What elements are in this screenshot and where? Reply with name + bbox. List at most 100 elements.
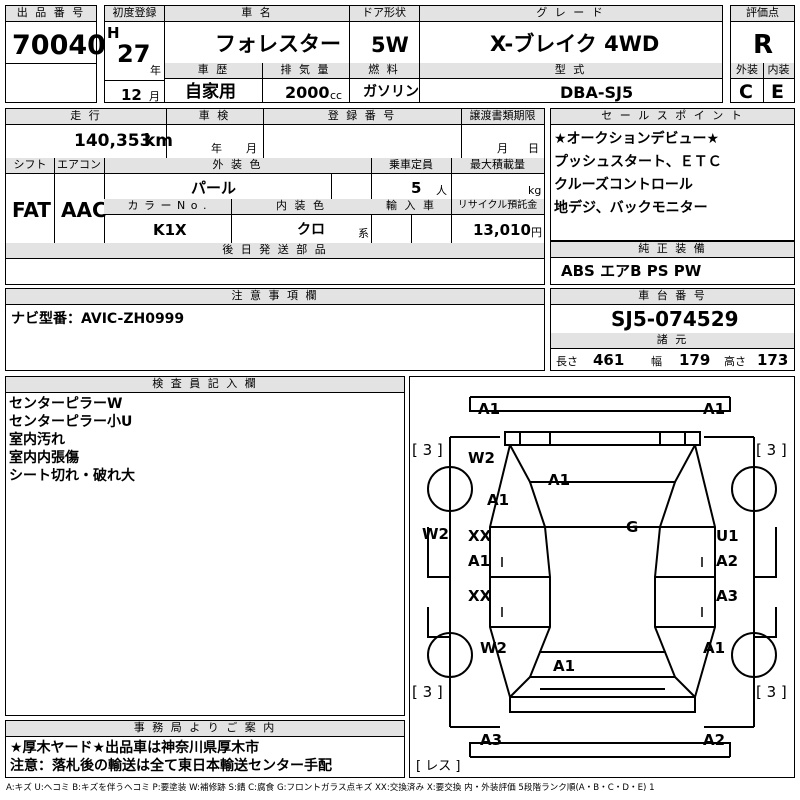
max-load-header: 最大積載量 bbox=[451, 158, 544, 174]
fuel-value: ガソリン bbox=[363, 84, 419, 100]
model-header: 型 式 bbox=[419, 63, 722, 79]
height-label: 高さ bbox=[724, 355, 746, 368]
shift-header: シフト bbox=[6, 158, 54, 174]
mileage-value: 140,353 bbox=[74, 131, 152, 151]
equipment-header: 純 正 装 備 bbox=[551, 242, 794, 258]
office-box: 事 務 局 よ り ご 案 内 ★厚木ヤード★出品車は神奈川県厚木市 注意：落札… bbox=[5, 720, 405, 778]
interior-color-unit: 系 bbox=[358, 227, 369, 240]
office-line: ★厚木ヤード★出品車は神奈川県厚木市 bbox=[10, 740, 260, 756]
ac-value: AAC bbox=[61, 198, 107, 222]
inspector-line: 室内汚れ bbox=[9, 432, 65, 448]
damage-mark: A1 bbox=[468, 552, 491, 570]
tire-tread: [ 3 ] bbox=[756, 441, 787, 459]
inspector-box: 検 査 員 記 入 欄 センターピラーW センターピラー小U 室内汚れ 室内内張… bbox=[5, 376, 405, 716]
damage-mark: A2 bbox=[703, 731, 726, 749]
damage-mark: XX bbox=[468, 527, 492, 545]
chassis-box: 車 台 番 号 SJ5-074529 諸 元 長さ 461 幅 179 高さ 1… bbox=[550, 288, 795, 371]
damage-mark: A2 bbox=[716, 552, 739, 570]
color-number-header: カ ラ ー N o . bbox=[104, 199, 231, 215]
exterior-color: パール bbox=[191, 179, 237, 197]
score-value: R bbox=[753, 30, 774, 60]
sales-point-line: ★オークションデビュー★ bbox=[554, 131, 720, 147]
shift-value: FAT bbox=[12, 198, 51, 222]
damage-mark: A3 bbox=[716, 587, 739, 605]
capacity-header: 乗車定員 bbox=[371, 158, 451, 174]
lot-number-box: 出 品 番 号 70040 bbox=[5, 5, 106, 103]
first-registration-era: H bbox=[107, 24, 120, 42]
recycle-unit: 円 bbox=[531, 226, 542, 239]
damage-mark: XX bbox=[468, 587, 492, 605]
damage-mark: A1 bbox=[553, 657, 576, 675]
damage-mark: A1 bbox=[548, 471, 571, 489]
history-header: 車 歴 bbox=[165, 63, 262, 79]
interior-grade-header: 内装 bbox=[763, 63, 794, 79]
damage-diagram-box: A1 A1 W2 A1 A1 W2 XX A1 G U1 A2 XX A3 W2… bbox=[409, 376, 795, 778]
history-value: 自家用 bbox=[185, 82, 236, 102]
inspector-line: センターピラーW bbox=[9, 396, 123, 412]
ac-header: エアコン bbox=[54, 158, 104, 174]
interior-color: クロ bbox=[297, 222, 325, 238]
damage-mark: G bbox=[626, 518, 639, 536]
spec-grid: 走 行 車 検 登 録 番 号 譲渡書類期限 140,353 km 年 月 月 … bbox=[5, 108, 545, 285]
equipment-value: ABS エアB PS PW bbox=[561, 262, 702, 280]
car-name: フォレスター bbox=[215, 32, 341, 56]
damage-mark: U1 bbox=[716, 527, 739, 545]
tire-tread: [ 3 ] bbox=[756, 683, 787, 701]
displacement-value: 2000 bbox=[285, 83, 330, 102]
transfer-month-unit: 月 bbox=[497, 142, 508, 155]
plate-header: 登 録 番 号 bbox=[263, 109, 461, 125]
exterior-color-header: 外 装 色 bbox=[104, 158, 371, 174]
damage-mark: A1 bbox=[487, 491, 510, 509]
model-value: DBA-SJ5 bbox=[560, 83, 634, 102]
lot-number: 70040 bbox=[12, 30, 106, 61]
exterior-grade: C bbox=[739, 81, 753, 103]
inspection-month-unit: 月 bbox=[246, 142, 257, 155]
inspection-header: 車 検 bbox=[166, 109, 263, 125]
car-name-header: 車 名 bbox=[165, 6, 349, 22]
width-value: 179 bbox=[679, 351, 711, 369]
first-registration-year: 27 bbox=[117, 40, 151, 68]
legend: A:キズ U:ヘコミ B:キズを伴うヘコミ P:要塗装 W:補修跡 S:錆 C:… bbox=[6, 783, 655, 793]
capacity-unit: 人 bbox=[436, 184, 447, 197]
inspector-line: センターピラー小U bbox=[9, 414, 133, 430]
mileage-unit: km bbox=[144, 131, 174, 151]
sales-points-header: セ ー ル ス ポ イ ン ト bbox=[551, 109, 794, 125]
chassis-header: 車 台 番 号 bbox=[551, 289, 794, 305]
tire-tread: [ 3 ] bbox=[412, 683, 443, 701]
score-header: 評価点 bbox=[731, 6, 794, 22]
office-line: 注意：落札後の輸送は全て東日本輸送センター手配 bbox=[10, 758, 332, 774]
length-value: 461 bbox=[593, 351, 625, 369]
color-number: K1X bbox=[153, 221, 187, 239]
spare-tire: [ レス ] bbox=[416, 759, 461, 774]
car-info-box: 車 名 ドア形状 グ レ ー ド フォレスター 5W X-ブレイク 4WD 車 … bbox=[164, 5, 723, 103]
length-label: 長さ bbox=[556, 355, 578, 368]
damage-mark: A3 bbox=[480, 731, 503, 749]
office-header: 事 務 局 よ り ご 案 内 bbox=[6, 721, 404, 737]
sales-point-line: クルーズコントロール bbox=[554, 177, 693, 193]
inspector-line: シート切れ・破れ大 bbox=[9, 468, 135, 484]
door-type: 5W bbox=[371, 33, 409, 57]
max-load-unit: kg bbox=[528, 184, 542, 197]
inspector-header: 検 査 員 記 入 欄 bbox=[6, 377, 404, 393]
sales-point-line: 地デジ、バックモニター bbox=[554, 200, 708, 216]
damage-mark: A1 bbox=[703, 639, 726, 657]
notes-box: 注 意 事 項 欄 ナビ型番：AVIC-ZH0999 bbox=[5, 288, 545, 371]
interior-grade: E bbox=[771, 81, 784, 103]
equipment-box: 純 正 装 備 ABS エアB PS PW bbox=[550, 241, 795, 285]
interior-color-header: 内 装 色 bbox=[231, 199, 371, 215]
transfer-header: 譲渡書類期限 bbox=[461, 109, 544, 125]
recycle-header: リサイクル預託金 bbox=[451, 199, 544, 215]
height-value: 173 bbox=[757, 351, 789, 369]
exterior-grade-header: 外装 bbox=[731, 63, 763, 79]
damage-mark: A1 bbox=[478, 400, 501, 418]
car-outline-diagram bbox=[427, 396, 777, 758]
displacement-unit: cc bbox=[330, 89, 343, 102]
specs-header: 諸 元 bbox=[551, 333, 794, 349]
door-type-header: ドア形状 bbox=[349, 6, 419, 22]
damage-mark: W2 bbox=[480, 639, 507, 657]
import-header: 輸 入 車 bbox=[371, 199, 451, 215]
sales-points-box: セ ー ル ス ポ イ ン ト ★オークションデビュー★ プッシュスタート、ＥＴ… bbox=[550, 108, 795, 241]
damage-mark: W2 bbox=[468, 449, 495, 467]
first-registration-box: 初度登録 H 27 年 12 月 bbox=[104, 5, 165, 103]
displacement-header: 排 気 量 bbox=[262, 63, 349, 79]
